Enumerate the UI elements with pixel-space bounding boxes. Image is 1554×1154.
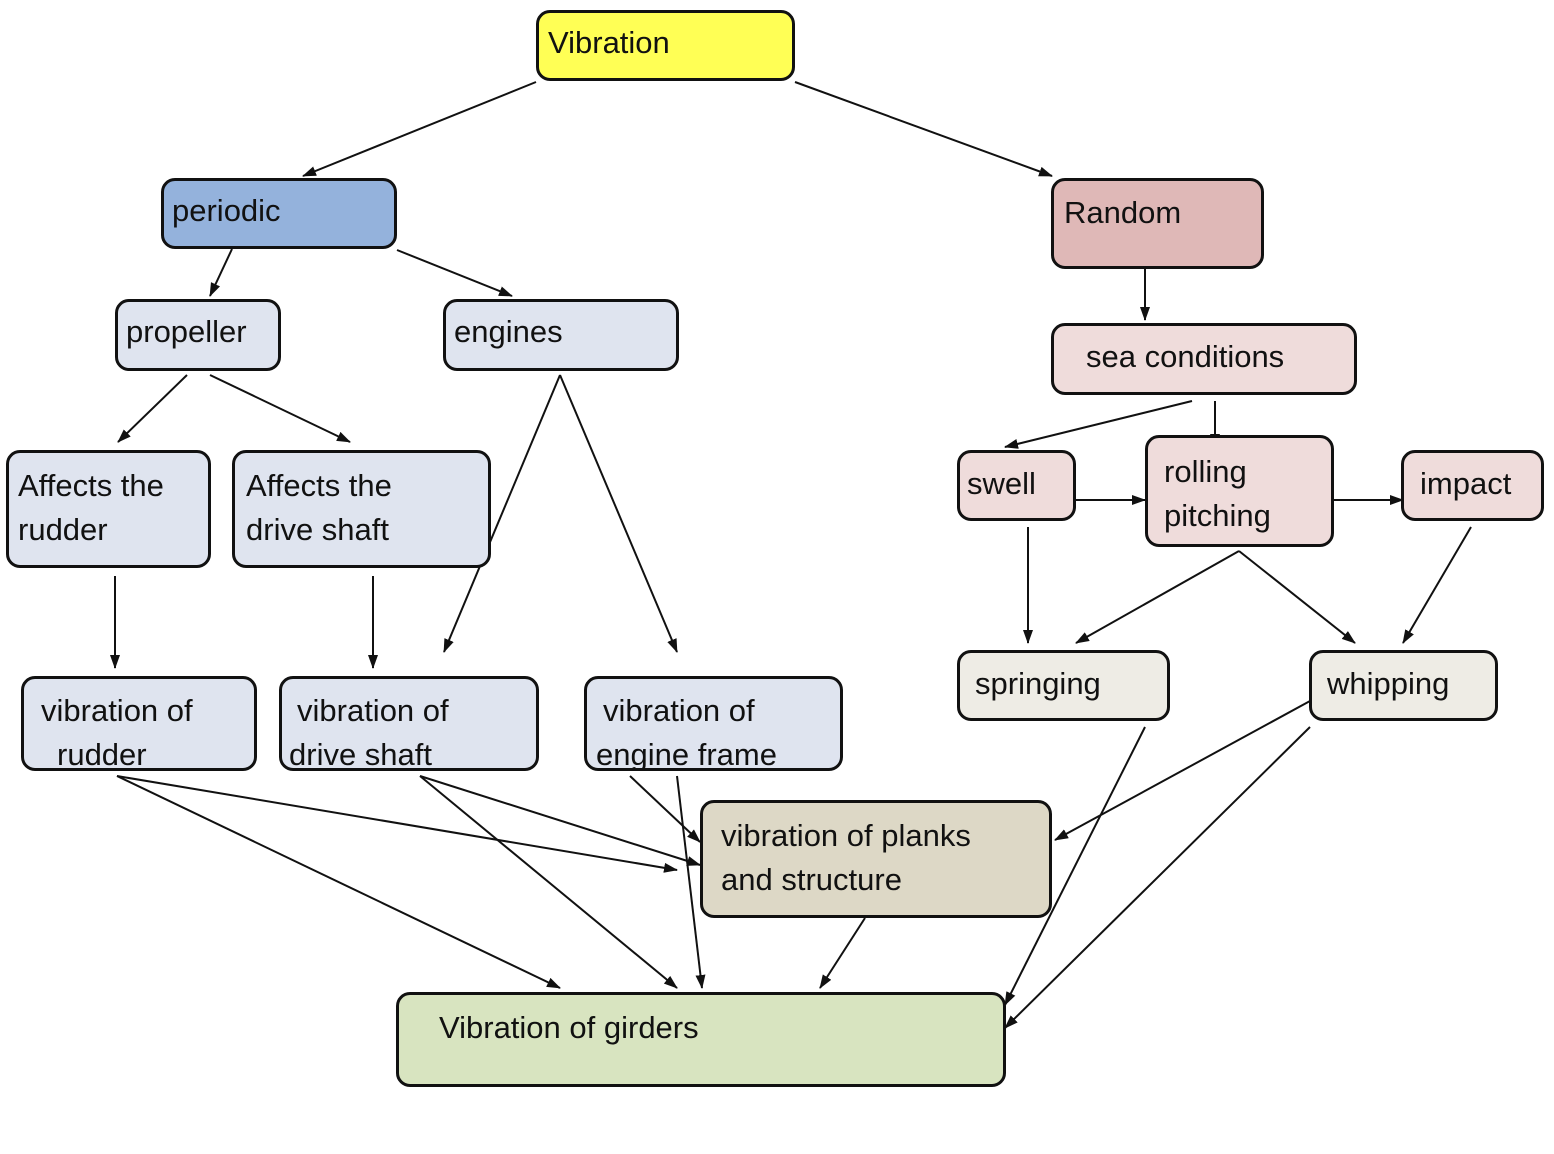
arrow-periodic-to-propeller — [209, 248, 233, 297]
vibration-of-drive-shaft-line-2: drive shaft — [289, 737, 433, 771]
vibration-of-planks-line-1: vibration of planks — [721, 818, 971, 853]
arrow-rudder-to-planks — [116, 775, 678, 873]
swell-node: swell — [957, 450, 1076, 521]
whipping-node: whipping — [1309, 650, 1498, 721]
arrow-whipping-to-girders — [1004, 726, 1311, 1029]
arrow-planks-to-girders — [819, 917, 866, 989]
arrow-drive-shaft-to-planks — [419, 775, 701, 866]
rolling-pitching-line-2: pitching — [1164, 498, 1271, 533]
periodic-node: periodic — [161, 178, 397, 249]
arrow-engines-to-vibration-drive-shaft — [443, 374, 561, 653]
random-label: Random — [1064, 195, 1182, 230]
vibration-of-drive-shaft-line-1: vibration of — [297, 693, 449, 728]
rolling-pitching-line-1: rolling — [1164, 454, 1247, 489]
arrow-springing-to-girders — [1004, 726, 1146, 1006]
arrow-vibration-to-random — [794, 81, 1053, 177]
affects-rudder-line-1: Affects the — [18, 468, 164, 503]
arrow-impact-to-whipping — [1402, 526, 1472, 644]
arrow-engine-frame-to-girders — [676, 775, 706, 989]
swell-label: swell — [967, 466, 1036, 501]
vibration-of-girders-label: Vibration of girders — [439, 1010, 699, 1045]
vibration-of-rudder-line-1: vibration of — [41, 693, 193, 728]
vibration-of-rudder-line-2: rudder — [57, 737, 147, 771]
affects-rudder-line-2: rudder — [18, 512, 108, 547]
propeller-label: propeller — [126, 314, 247, 349]
springing-node: springing — [957, 650, 1170, 721]
affects-drive-shaft-line-1: Affects the — [246, 468, 392, 503]
arrow-vibration-to-periodic — [302, 81, 537, 177]
affects-rudder-node: Affects the rudder — [6, 450, 211, 568]
vibration-of-drive-shaft-node: vibration of drive shaft — [279, 676, 539, 771]
vibration-of-girders-node: Vibration of girders — [396, 992, 1006, 1087]
random-node: Random — [1051, 178, 1264, 269]
arrow-rolling-pitching-to-springing — [1075, 550, 1240, 644]
arrow-propeller-to-affects-rudder — [117, 374, 188, 443]
whipping-label: whipping — [1327, 666, 1450, 701]
arrow-sea-conditions-to-swell — [1004, 400, 1193, 449]
vibration-of-engine-frame-line-1: vibration of — [603, 693, 755, 728]
engines-node: engines — [443, 299, 679, 371]
arrow-engine-frame-to-planks — [629, 775, 701, 843]
vibration-of-engine-frame-line-2: engine frame — [596, 737, 777, 771]
affects-drive-shaft-node: Affects the drive shaft — [232, 450, 491, 568]
arrow-engines-to-vibration-engine-frame — [559, 374, 678, 653]
arrow-rolling-pitching-to-whipping — [1238, 550, 1356, 644]
engines-label: engines — [454, 314, 563, 349]
arrow-propeller-to-affects-drive-shaft — [209, 374, 351, 443]
sea-conditions-label: sea conditions — [1086, 339, 1285, 374]
vibration-of-planks-node: vibration of planks and structure — [700, 800, 1052, 918]
arrow-rudder-to-girders — [116, 775, 561, 989]
arrow-drive-shaft-to-girders — [419, 775, 678, 989]
impact-label: impact — [1420, 466, 1512, 501]
vibration-of-planks-line-2: and structure — [721, 862, 902, 897]
rolling-pitching-node: rolling pitching — [1145, 435, 1334, 547]
affects-drive-shaft-line-2: drive shaft — [246, 512, 390, 547]
vibration-label: Vibration — [548, 25, 670, 60]
propeller-node: propeller — [115, 299, 281, 371]
vibration-of-engine-frame-node: vibration of engine frame — [584, 676, 843, 771]
arrow-periodic-to-engines — [396, 249, 513, 297]
vibration-of-rudder-node: vibration of rudder — [21, 676, 257, 771]
vibration-node: Vibration — [536, 10, 795, 81]
arrow-whipping-to-planks — [1054, 700, 1311, 841]
sea-conditions-node: sea conditions — [1051, 323, 1357, 395]
periodic-label: periodic — [172, 193, 281, 228]
springing-label: springing — [975, 666, 1101, 701]
impact-node: impact — [1401, 450, 1544, 521]
